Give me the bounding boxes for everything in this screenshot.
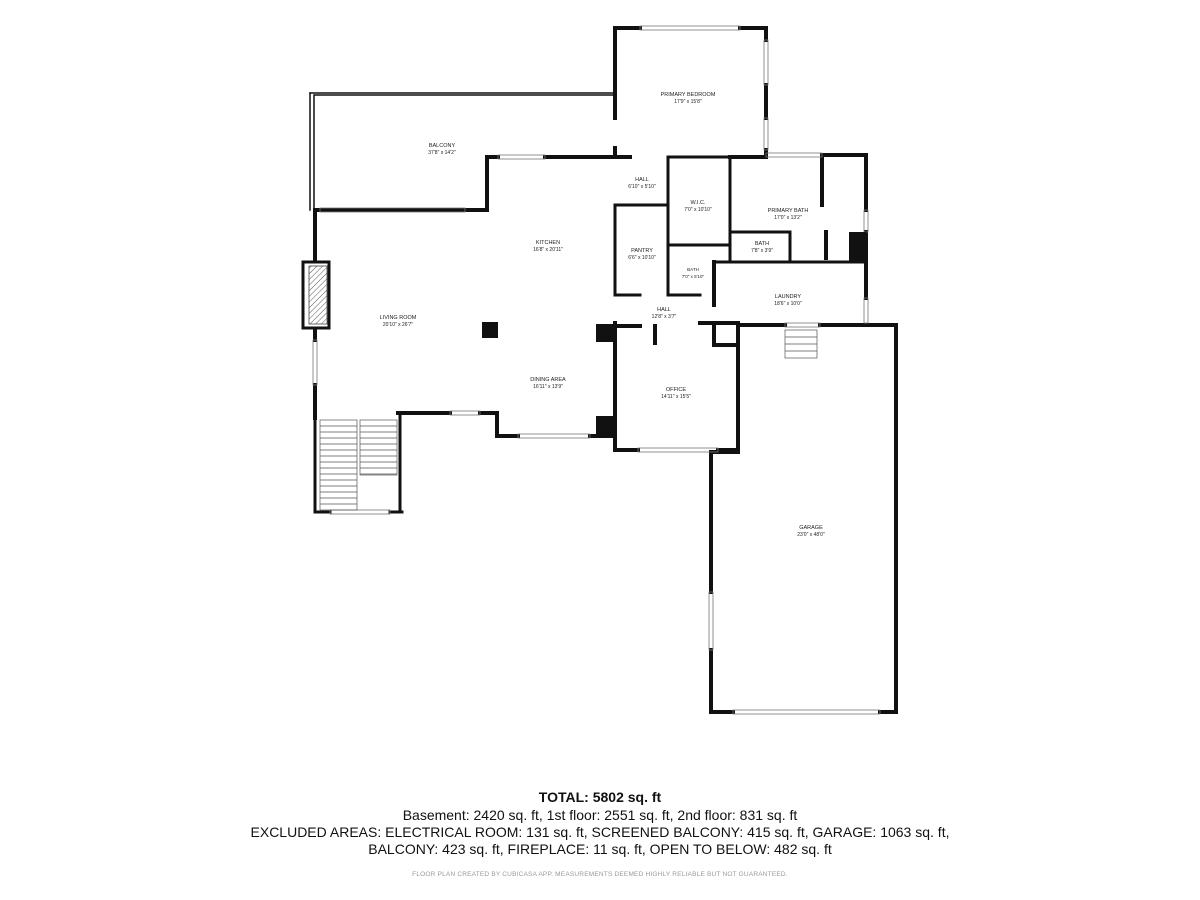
laundry-dims: 18'6" x 10'0" [774,301,802,307]
pantry-dims: 6'6" x 10'10" [628,255,656,261]
garage-walls [709,323,898,714]
bath-primary-wc-dims: 7'8" x 3'9" [751,248,773,254]
credit-note: FLOOR PLAN CREATED BY CUBICASA APP. MEAS… [412,871,788,878]
room-labels: BALCONY 37'8" x 14'2" PRIMARY BEDROOM 17… [380,92,825,538]
office-dims: 14'11" x 15'5" [661,394,691,400]
dining-area-label: DINING AREA [530,377,566,383]
balcony-dims: 37'8" x 14'2" [428,150,456,156]
wic-label: W.I.C. [691,200,706,206]
bath-primary-wc-label: BATH [755,241,769,247]
garage-steps [784,329,818,359]
balcony-outline [309,92,616,211]
pantry-label: PANTRY [631,248,653,254]
bath-small-dims: 7'0" x 5'10" [682,274,705,279]
wic-dims: 7'0" x 10'10" [684,207,712,213]
total-area: TOTAL: 5802 sq. ft [538,789,662,805]
garage-dims: 23'0" x 48'0" [797,532,825,538]
garage-label: GARAGE [799,525,823,531]
stair-walls [313,411,404,514]
kitchen-label: KITCHEN [536,240,560,246]
kitchen-walls [313,155,632,212]
hall-lower-dims: 12'8" x 3'7" [652,314,677,320]
dining-area-dims: 16'11" x 13'9" [533,384,563,390]
floor-areas: Basement: 2420 sq. ft, 1st floor: 2551 s… [402,807,798,823]
living-room-label: LIVING ROOM [380,315,417,321]
laundry-walls [698,260,868,325]
kitchen-dims: 16'8" x 20'11" [533,247,563,253]
windows [312,25,881,715]
laundry-label: LAUNDRY [775,294,802,300]
hall-upper-label: HALL [635,177,649,183]
hall-lower-label: HALL [657,307,671,313]
balcony-label: BALCONY [429,143,456,149]
fireplace [301,260,331,330]
primary-bath-label: PRIMARY BATH [768,208,809,214]
living-room-walls [313,208,617,438]
excluded-areas-line-1: EXCLUDED AREAS: ELECTRICAL ROOM: 131 sq.… [250,824,950,840]
excluded-areas-line-2: BALCONY: 423 sq. ft, FIREPLACE: 11 sq. f… [368,841,832,857]
office-label: OFFICE [666,387,686,393]
walls [309,26,898,714]
primary-bath-dims: 17'0" x 13'2" [774,215,802,221]
columns [482,232,866,436]
primary-bedroom-dims: 17'9" x 15'8" [674,99,702,105]
primary-bedroom-label: PRIMARY BEDROOM [661,92,716,98]
living-room-dims: 20'10" x 26'7" [383,322,413,328]
hall-upper-dims: 6'10" x 5'10" [628,184,656,190]
core-walls [613,155,868,297]
primary-bedroom-walls [613,26,768,159]
bath-small-label: BATH [687,267,699,272]
staircase [319,419,398,511]
